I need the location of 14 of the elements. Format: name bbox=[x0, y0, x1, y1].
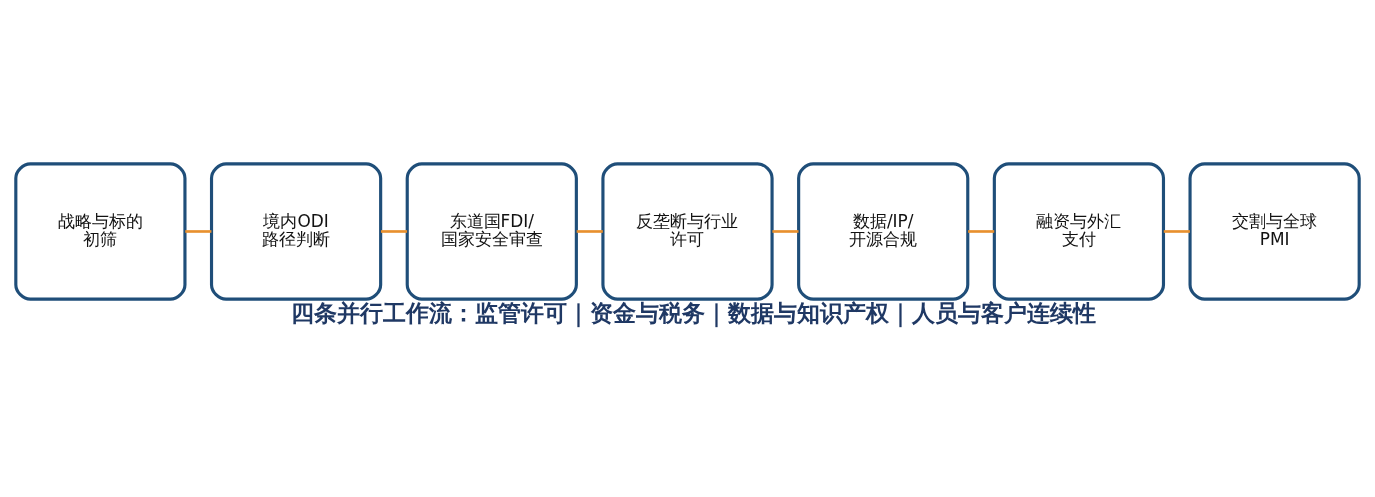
node-box: 融资与外汇支付 bbox=[992, 161, 1166, 301]
node-box: 数据/IP/开源合规 bbox=[797, 161, 970, 301]
node-box: 境内ODI路径判断 bbox=[209, 161, 383, 301]
connector bbox=[380, 229, 408, 233]
node-box: 反垄断与行业许可 bbox=[601, 161, 774, 301]
connector bbox=[968, 229, 995, 233]
connector bbox=[772, 229, 799, 233]
caption: 四条并行工作流：监管许可｜资金与税务｜数据与知识产权｜人员与客户连续性 bbox=[290, 299, 1096, 326]
node-box: 战略与标的初筛 bbox=[14, 161, 187, 301]
node-box: 东道国FDI/国家安全审查 bbox=[405, 161, 578, 301]
node-box: 交割与全球PMI bbox=[1188, 161, 1361, 301]
connector bbox=[185, 229, 212, 233]
connector bbox=[576, 229, 603, 233]
connector bbox=[1163, 229, 1190, 233]
